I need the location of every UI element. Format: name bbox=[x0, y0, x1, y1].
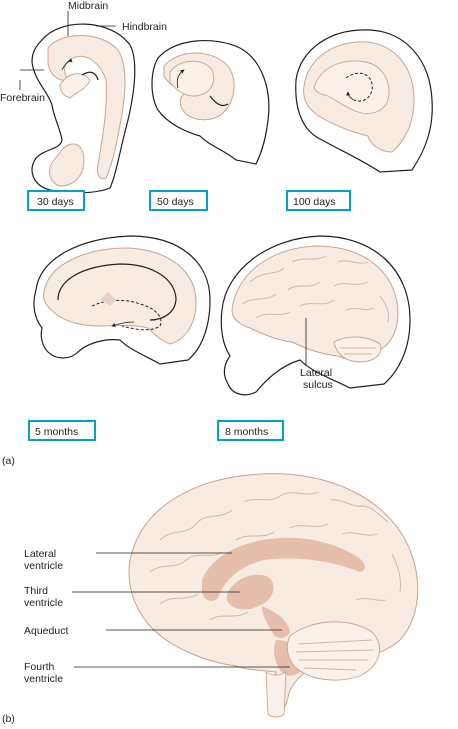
label-hindbrain: Hindbrain bbox=[122, 21, 167, 33]
label-aqueduct: Aqueduct bbox=[24, 625, 68, 637]
stage-box-30-days: 30 days bbox=[27, 190, 85, 211]
stage-box-5-months: 5 months bbox=[28, 420, 96, 441]
stage-30-days-figure: Midbrain Hindbrain Forebrain bbox=[0, 0, 167, 194]
stage-box-50-days: 50 days bbox=[149, 190, 208, 211]
stage-label-30-days: 30 days bbox=[37, 196, 74, 208]
stage-50-days-figure bbox=[151, 39, 270, 165]
stage-8-months-figure: Lateral sulcus bbox=[220, 235, 411, 396]
label-third-ventricle-line2: ventricle bbox=[24, 597, 63, 609]
stage-box-100-days: 100 days bbox=[286, 190, 351, 211]
stage-label-100-days: 100 days bbox=[293, 196, 336, 208]
label-lateral-ventricle-line1: Lateral bbox=[24, 548, 56, 560]
brainstem bbox=[265, 671, 287, 718]
adult-brain-ventricles-figure: Lateral ventricle Third ventricle Aquedu… bbox=[24, 473, 419, 718]
label-midbrain: Midbrain bbox=[68, 0, 108, 12]
label-fourth-ventricle-line2: ventricle bbox=[24, 673, 63, 685]
stage-label-5-months: 5 months bbox=[35, 426, 78, 438]
panel-b-tag: (b) bbox=[2, 713, 15, 725]
label-third-ventricle-line1: Third bbox=[24, 585, 48, 597]
label-lateral-sulcus-line1: Lateral bbox=[300, 367, 332, 379]
label-lateral-sulcus-line2: sulcus bbox=[303, 379, 333, 391]
stage-label-8-months: 8 months bbox=[225, 426, 268, 438]
stage-label-50-days: 50 days bbox=[157, 196, 194, 208]
aqueduct-shape bbox=[262, 606, 290, 638]
third-ventricle-shape bbox=[226, 574, 274, 610]
label-lateral-ventricle-line2: ventricle bbox=[24, 560, 63, 572]
lateral-ventricle-shape bbox=[202, 537, 365, 601]
label-fourth-ventricle-line1: Fourth bbox=[24, 661, 55, 673]
panel-a-tag: (a) bbox=[2, 455, 15, 467]
stage-5-months-figure bbox=[33, 235, 211, 365]
stage-100-days-figure bbox=[295, 29, 433, 173]
label-forebrain: Forebrain bbox=[0, 92, 45, 104]
stage-box-8-months: 8 months bbox=[217, 420, 284, 441]
